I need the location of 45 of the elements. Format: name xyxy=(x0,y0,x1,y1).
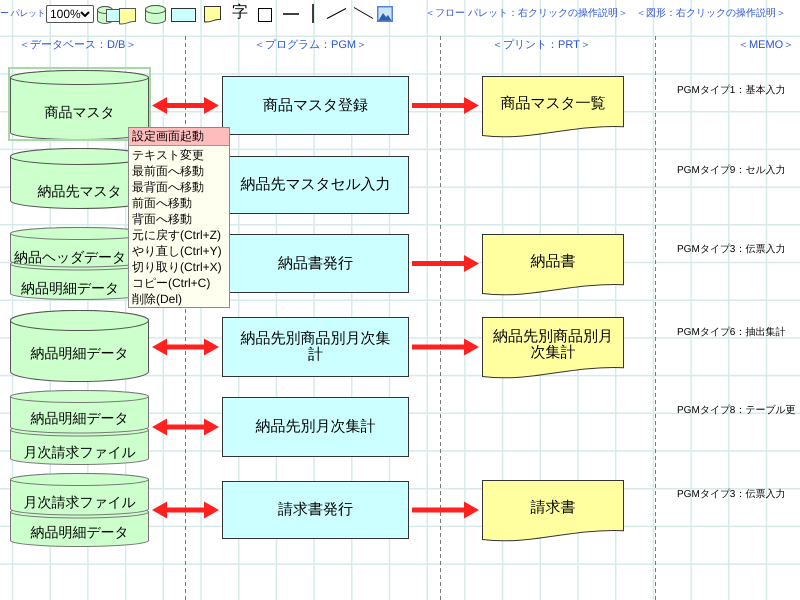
double-arrow xyxy=(152,418,219,436)
memo-text: PGMタイプ8：テーブル更 xyxy=(677,405,796,417)
arrow xyxy=(412,338,479,356)
column-header: ＜MEMO＞ xyxy=(738,39,794,52)
file-name: 月次請求ファイル xyxy=(24,445,136,459)
double-arrow xyxy=(152,338,219,356)
column-header: ＜プログラム：PGM＞ xyxy=(254,39,368,52)
memo-text: PGMタイプ6：抽出集計 xyxy=(677,327,786,339)
database-cylinder: 納品明細データ xyxy=(10,310,149,382)
arrow xyxy=(412,255,479,272)
menu-item: 設定画面起動 xyxy=(129,128,229,146)
menu-item: コピー(Ctrl+C) xyxy=(131,275,212,291)
memo-text: PGMタイプ3：伝票入力 xyxy=(677,244,786,256)
memo-text: PGMタイプ9：セル入力 xyxy=(677,165,786,177)
palette-label: ー パレット xyxy=(0,7,46,19)
document-shape: 納品書 xyxy=(482,234,624,297)
file-name: 納品明細データ xyxy=(30,525,128,539)
document-shape: 納品先別商品別月次集計 xyxy=(482,317,624,380)
file-name: 納品ヘッダデータ xyxy=(14,250,126,264)
help-link: ＜図形：右クリックの操作説明＞ xyxy=(636,8,786,20)
help-link: ＜フロー パレット：右クリックの操作説明＞ xyxy=(425,8,628,20)
document-shape: 商品マスタ一覧 xyxy=(482,76,624,139)
process-box: 納品先別月次集計 xyxy=(222,397,409,457)
column-header: ＜データベース：D/B＞ xyxy=(19,39,136,52)
memo-text: PGMタイプ3：伝票入力 xyxy=(677,489,786,501)
process-box: 商品マスタ登録 xyxy=(222,76,409,135)
menu-item: 削除(Del) xyxy=(131,291,183,307)
memo-text: PGMタイプ1：基本入力 xyxy=(677,85,786,97)
double-arrow xyxy=(152,502,219,518)
document-shape: 請求書 xyxy=(482,480,624,543)
text-tool: 字 xyxy=(232,4,248,22)
column-header: ＜プリント：PRT＞ xyxy=(492,39,591,52)
file-name: 納品明細データ xyxy=(30,411,128,425)
arrow xyxy=(412,97,479,114)
menu-item: やり直し(Ctrl+Y) xyxy=(131,243,223,259)
arrow xyxy=(412,502,479,518)
menu-item: 背面へ移動 xyxy=(131,211,193,227)
file-name: 月次請求ファイル xyxy=(24,495,136,509)
file-name: 納品明細データ xyxy=(21,281,119,295)
double-arrow xyxy=(152,97,219,114)
process-box: 納品先別商品別月次集計 xyxy=(222,317,409,377)
menu-item: 切り取り(Ctrl+X) xyxy=(131,259,223,275)
process-box: 請求書発行 xyxy=(222,481,409,539)
menu-item: 元に戻す(Ctrl+Z) xyxy=(131,227,222,243)
zoom-select: 100% xyxy=(46,5,94,23)
